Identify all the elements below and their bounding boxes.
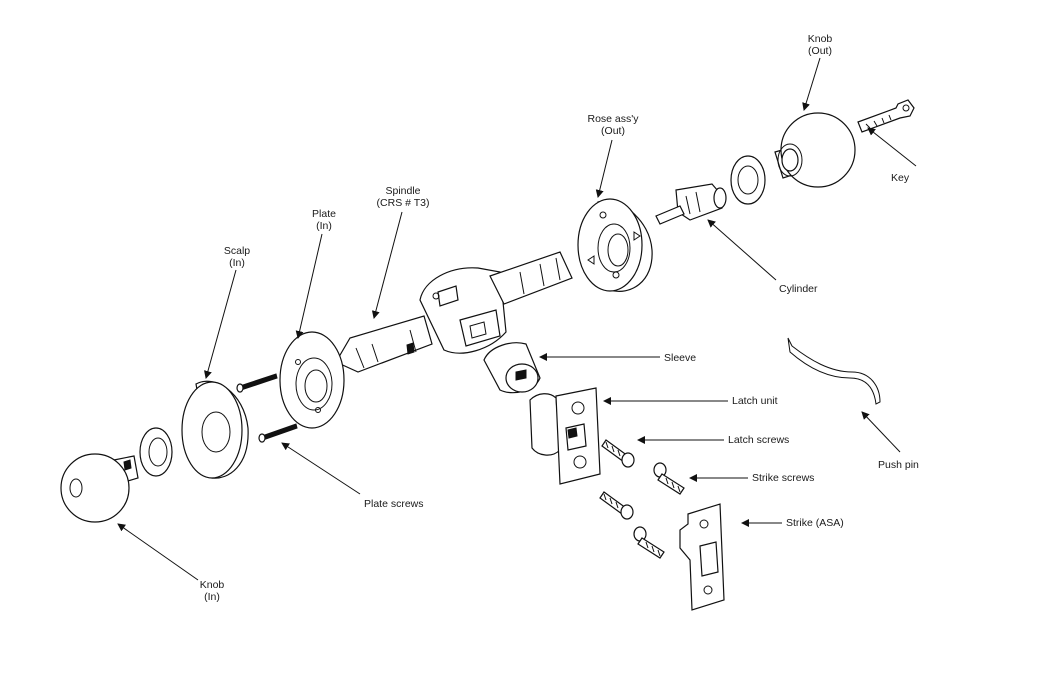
label-plate-line2: (In): [316, 220, 332, 232]
leader-spindle: [371, 211, 403, 319]
leader-push-pin: [861, 411, 901, 453]
push-pin-part: [787, 337, 881, 405]
label-key: Key: [891, 172, 909, 184]
latch-unit-part: [529, 387, 601, 485]
label-rose-line1: Rose ass'y: [587, 113, 639, 125]
retainer-washer-in: [139, 427, 173, 477]
label-knob-in: Knob (In): [200, 579, 225, 603]
label-latch-screws: Latch screws: [728, 434, 789, 446]
knob-in-part: [60, 453, 139, 523]
label-plate: Plate (In): [312, 208, 336, 232]
label-cylinder-text: Cylinder: [779, 283, 818, 295]
label-push-pin: Push pin: [878, 459, 919, 471]
label-scalp-line1: Scalp: [223, 245, 251, 257]
leader-rose: [595, 139, 613, 198]
rose-assembly-part: [577, 198, 653, 292]
label-knob-in-line1: Knob: [199, 579, 225, 591]
leader-knob-out: [802, 57, 821, 111]
strike-screw-upper: [653, 462, 685, 495]
label-sleeve-text: Sleeve: [664, 352, 697, 364]
label-knob-out-line2: (Out): [808, 45, 832, 57]
retainer-washer-out: [730, 155, 766, 205]
key-part: [857, 99, 915, 133]
label-scalp-line2: (In): [229, 257, 245, 269]
label-strike-text: Strike (ASA): [786, 517, 844, 529]
cylinder-part: [655, 183, 727, 225]
label-sleeve: Sleeve: [664, 352, 696, 364]
label-plate-screws-text: Plate screws: [364, 498, 424, 510]
label-strike-screws: Strike screws: [752, 472, 814, 484]
label-latch-screws-text: Latch screws: [728, 434, 790, 446]
label-spindle-line1: Spindle: [385, 185, 421, 197]
latch-screw-upper: [601, 439, 635, 468]
label-key-text: Key: [891, 172, 910, 184]
plate-in-part: [279, 331, 345, 429]
strike-screw-lower: [633, 526, 665, 559]
knob-out-part: [774, 112, 856, 188]
leader-plate-screws: [281, 442, 361, 495]
spindle-part: [335, 315, 433, 373]
plate-screw-upper: [236, 373, 278, 393]
plate-screw-lower: [258, 423, 298, 443]
leader-lines: [117, 57, 917, 581]
label-plate-line1: Plate: [312, 208, 336, 220]
label-spindle: Spindle (CRS # T3): [377, 185, 430, 209]
label-latch-unit-text: Latch unit: [732, 395, 778, 407]
label-knob-out-line1: Knob: [807, 33, 833, 45]
label-latch-unit: Latch unit: [732, 395, 778, 407]
sleeve-part: [483, 342, 541, 394]
leader-key: [867, 127, 917, 167]
label-rose-line2: (Out): [601, 125, 625, 137]
leader-cylinder: [707, 219, 777, 281]
leader-plate: [295, 233, 323, 339]
label-rose-assy: Rose ass'y (Out): [587, 113, 638, 137]
chassis-part: [419, 251, 573, 354]
label-cylinder: Cylinder: [779, 283, 818, 295]
label-strike-screws-text: Strike screws: [752, 472, 815, 484]
label-knob-in-line2: (In): [204, 591, 220, 603]
label-spindle-line2: (CRS # T3): [376, 197, 430, 209]
strike-plate-part: [679, 503, 725, 611]
scalp-in-part: [181, 380, 249, 479]
label-knob-out: Knob (Out): [808, 33, 833, 57]
leader-scalp: [204, 269, 237, 379]
label-strike: Strike (ASA): [786, 517, 844, 529]
leader-knob-in: [117, 523, 199, 581]
label-plate-screws: Plate screws: [364, 498, 424, 510]
label-push-pin-text: Push pin: [878, 459, 919, 471]
latch-screw-lower: [599, 491, 634, 520]
label-scalp: Scalp (In): [224, 245, 250, 269]
